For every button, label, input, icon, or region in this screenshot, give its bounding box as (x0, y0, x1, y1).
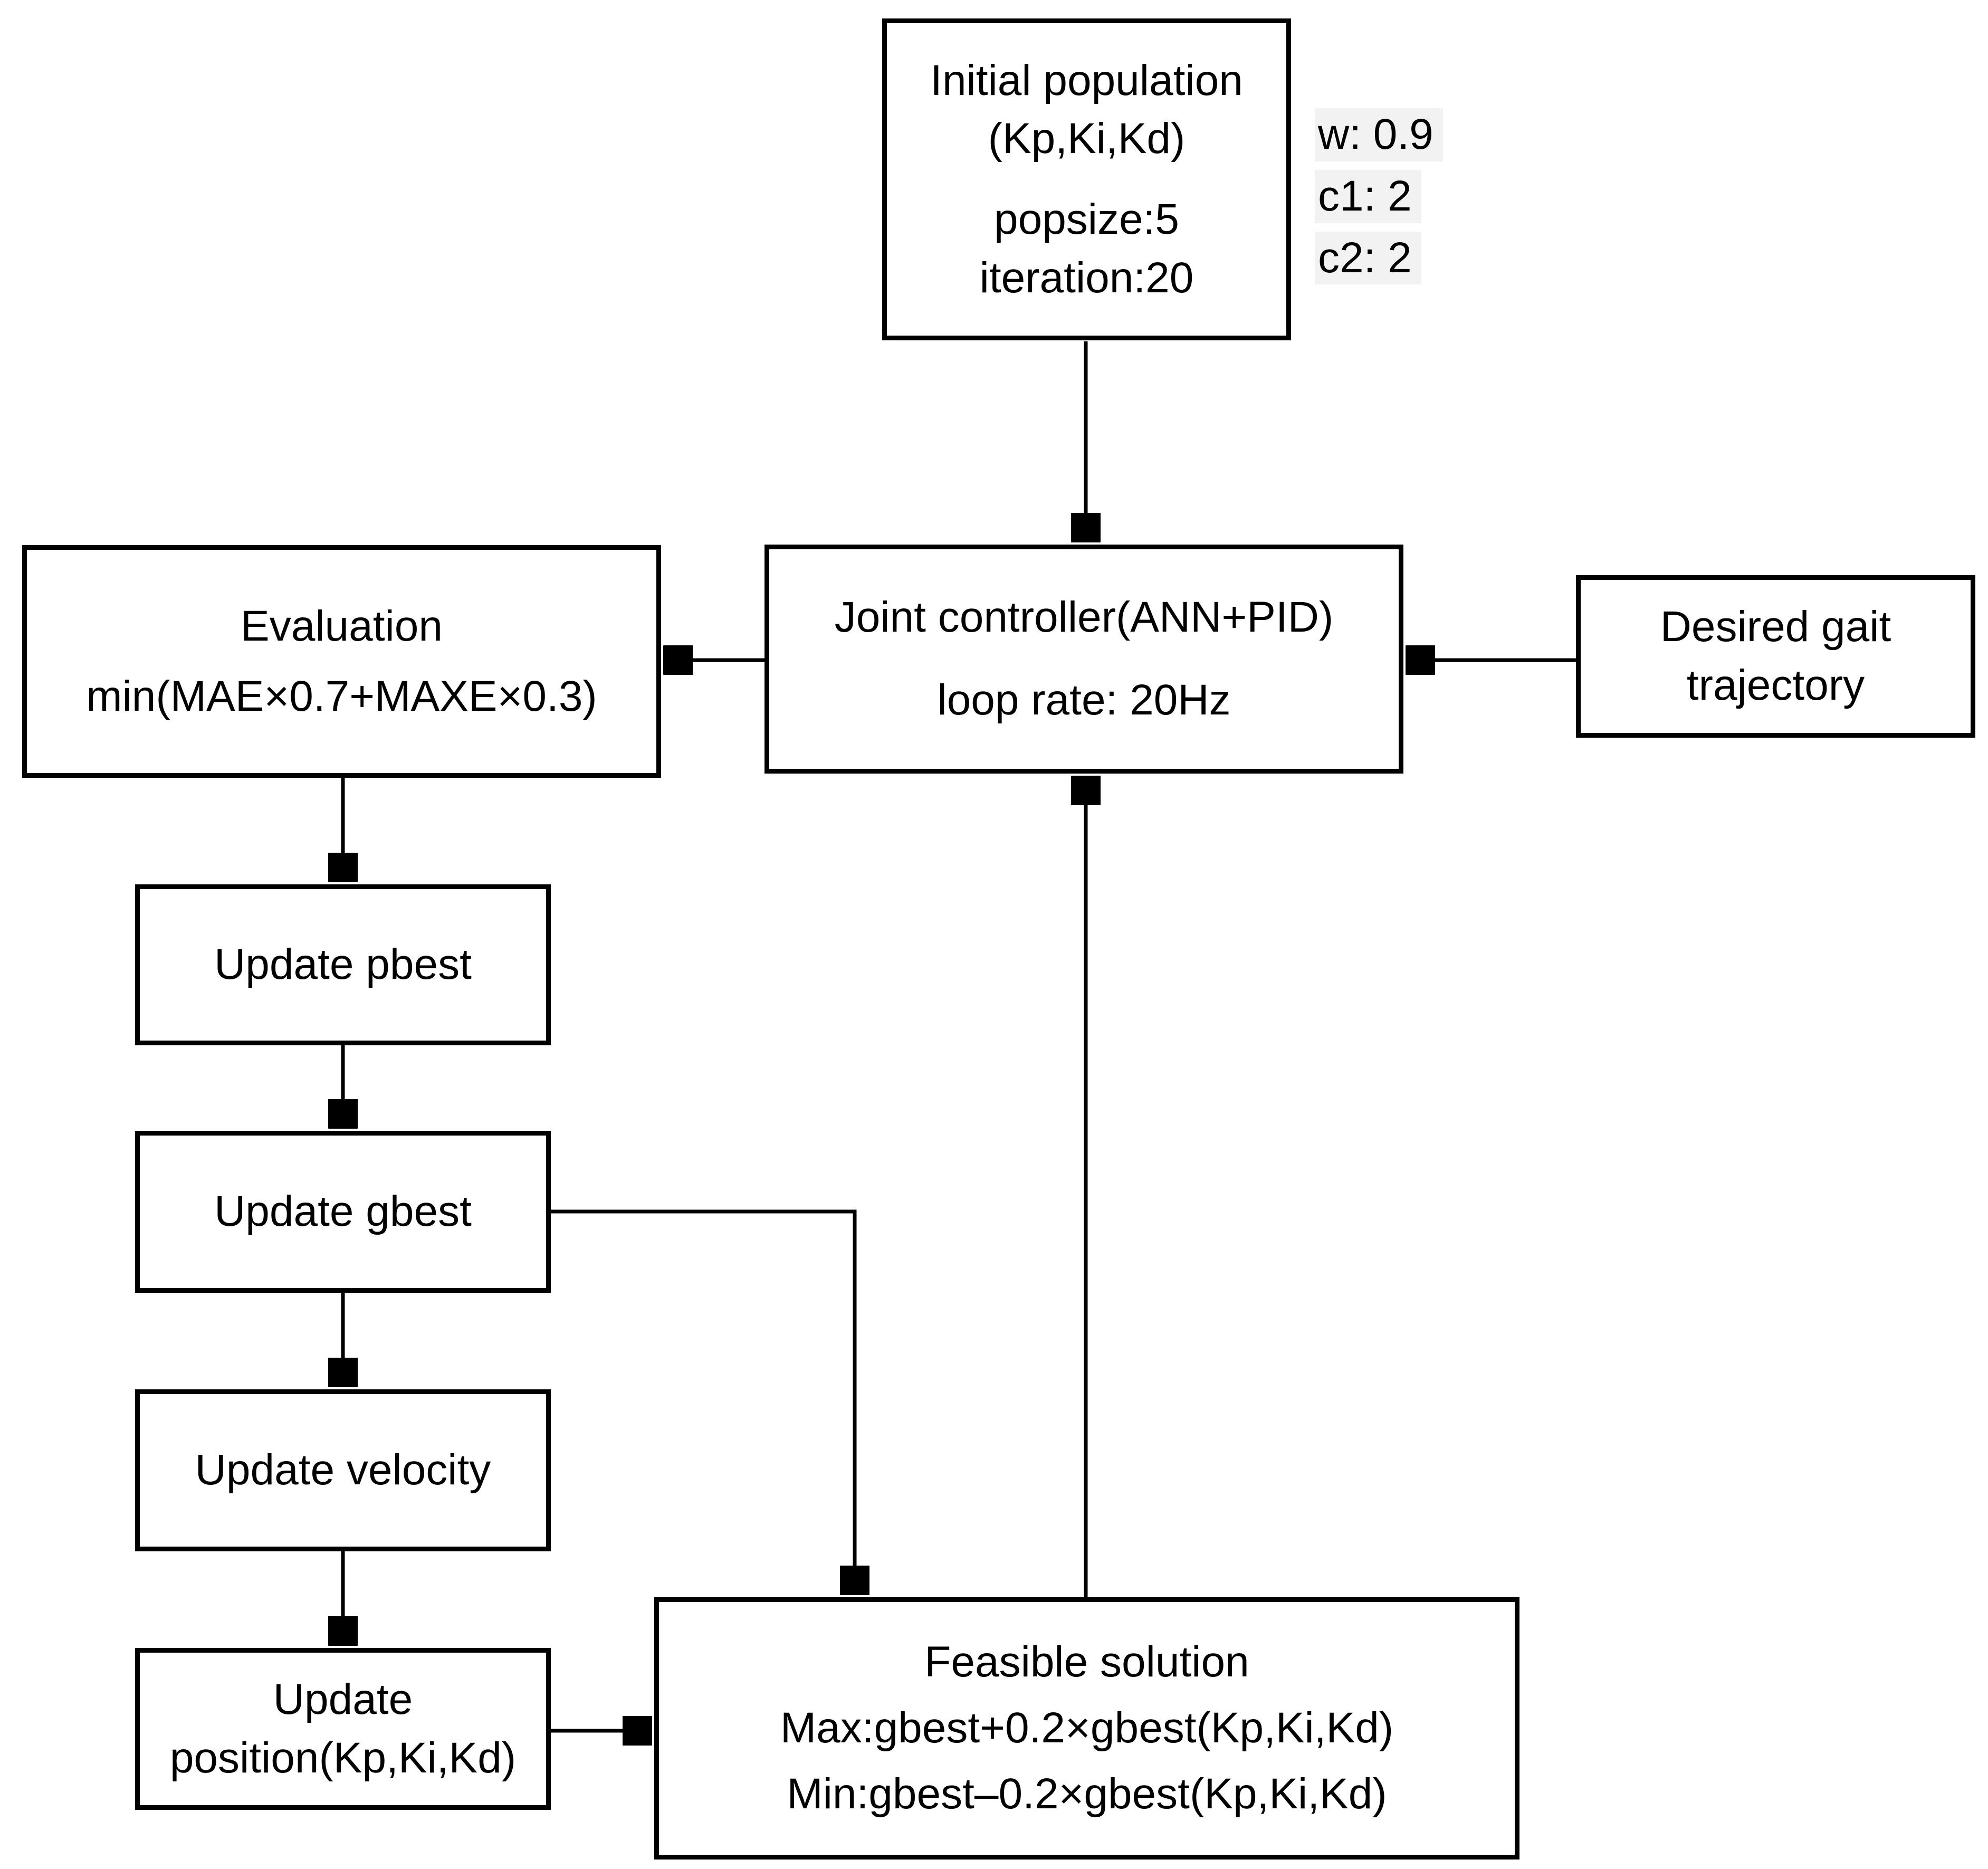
param-c2: c2: 2 (1315, 231, 1421, 285)
pso-parameters: w: 0.9 c1: 2 c2: 2 (1315, 108, 1443, 285)
node-joint-controller: Joint controller(ANN+PID) loop rate: 20H… (764, 545, 1403, 774)
node-update-velocity: Update velocity (135, 1389, 551, 1551)
node-desired-gait-line: Desired gait (1660, 603, 1891, 651)
node-initial-population-line: (Kp,Ki,Kd) (988, 115, 1186, 163)
node-feasible-solution: Feasible solution Max:gbest+0.2×gbest(Kp… (654, 1597, 1519, 1860)
edge-update-gbest-to-feasible-solution (550, 1209, 855, 1593)
node-initial-population: Initial population (Kp,Ki,Kd) popsize:5 … (882, 18, 1291, 340)
node-feasible-solution-line: Max:gbest+0.2×gbest(Kp,Ki,Kd) (780, 1704, 1394, 1752)
node-joint-controller-line: Joint controller(ANN+PID) (834, 593, 1334, 642)
node-desired-gait-trajectory: Desired gait trajectory (1576, 575, 1975, 738)
node-evaluation: Evaluation min(MAE×0.7+MAXE×0.3) (22, 545, 661, 778)
node-feasible-solution-line: Feasible solution (924, 1638, 1249, 1686)
node-initial-population-line: popsize:5 (993, 195, 1180, 243)
param-inertia-weight: w: 0.9 (1315, 108, 1443, 161)
node-evaluation-line: min(MAE×0.7+MAXE×0.3) (86, 672, 597, 720)
node-initial-population-line: Initial population (930, 56, 1243, 104)
node-update-position-line: position(Kp,Ki,Kd) (169, 1733, 517, 1782)
node-update-gbest-line: Update gbest (214, 1187, 472, 1236)
node-desired-gait-line: trajectory (1686, 661, 1865, 709)
node-feasible-solution-line: Min:gbest–0.2×gbest(Kp,Ki,Kd) (787, 1769, 1387, 1818)
param-c1: c1: 2 (1315, 169, 1421, 223)
node-joint-controller-line: loop rate: 20Hz (937, 676, 1231, 724)
node-update-gbest: Update gbest (135, 1131, 551, 1293)
node-update-position: Update position(Kp,Ki,Kd) (135, 1648, 551, 1810)
node-update-position-line: Update (273, 1675, 413, 1723)
node-update-velocity-line: Update velocity (195, 1446, 491, 1494)
node-evaluation-line: Evaluation (241, 602, 443, 650)
node-update-pbest: Update pbest (135, 884, 551, 1045)
node-initial-population-line: iteration:20 (979, 253, 1194, 302)
node-update-pbest-line: Update pbest (214, 940, 472, 989)
